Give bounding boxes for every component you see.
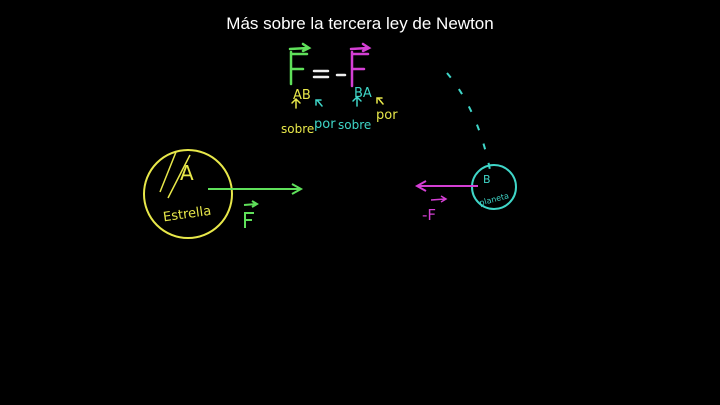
arrow-up-icon	[315, 99, 323, 107]
annotation-sobre-1: sobre	[281, 122, 314, 136]
planet-force-vector-arrow	[430, 195, 448, 203]
planet-letter: B	[483, 173, 491, 186]
arrow-up-icon	[352, 95, 362, 107]
annotation-por-2: por	[376, 108, 398, 123]
equals-sign	[312, 69, 330, 79]
force-vector-ba	[349, 42, 372, 88]
force-vector-ab	[288, 42, 312, 86]
arrow-up-icon	[376, 97, 384, 105]
orbit-path	[446, 72, 491, 171]
video-title: Más sobre la tercera ley de Newton	[226, 14, 494, 33]
planet-b: B planeta	[471, 164, 517, 210]
planet-force-label: -F	[422, 206, 436, 224]
force-on-star	[208, 183, 304, 228]
star-label: Estrella	[162, 204, 212, 226]
arrow-up-icon	[291, 97, 301, 109]
annotation-sobre-2: sobre	[338, 118, 371, 132]
equation	[288, 42, 384, 109]
lhs-subscript: AB	[293, 88, 311, 103]
star-letter: A	[180, 161, 194, 185]
star-a: A Estrella	[143, 149, 233, 239]
annotation-por-1: por	[314, 117, 336, 132]
rhs-subscript: BA	[354, 86, 372, 101]
force-on-planet	[414, 180, 478, 192]
